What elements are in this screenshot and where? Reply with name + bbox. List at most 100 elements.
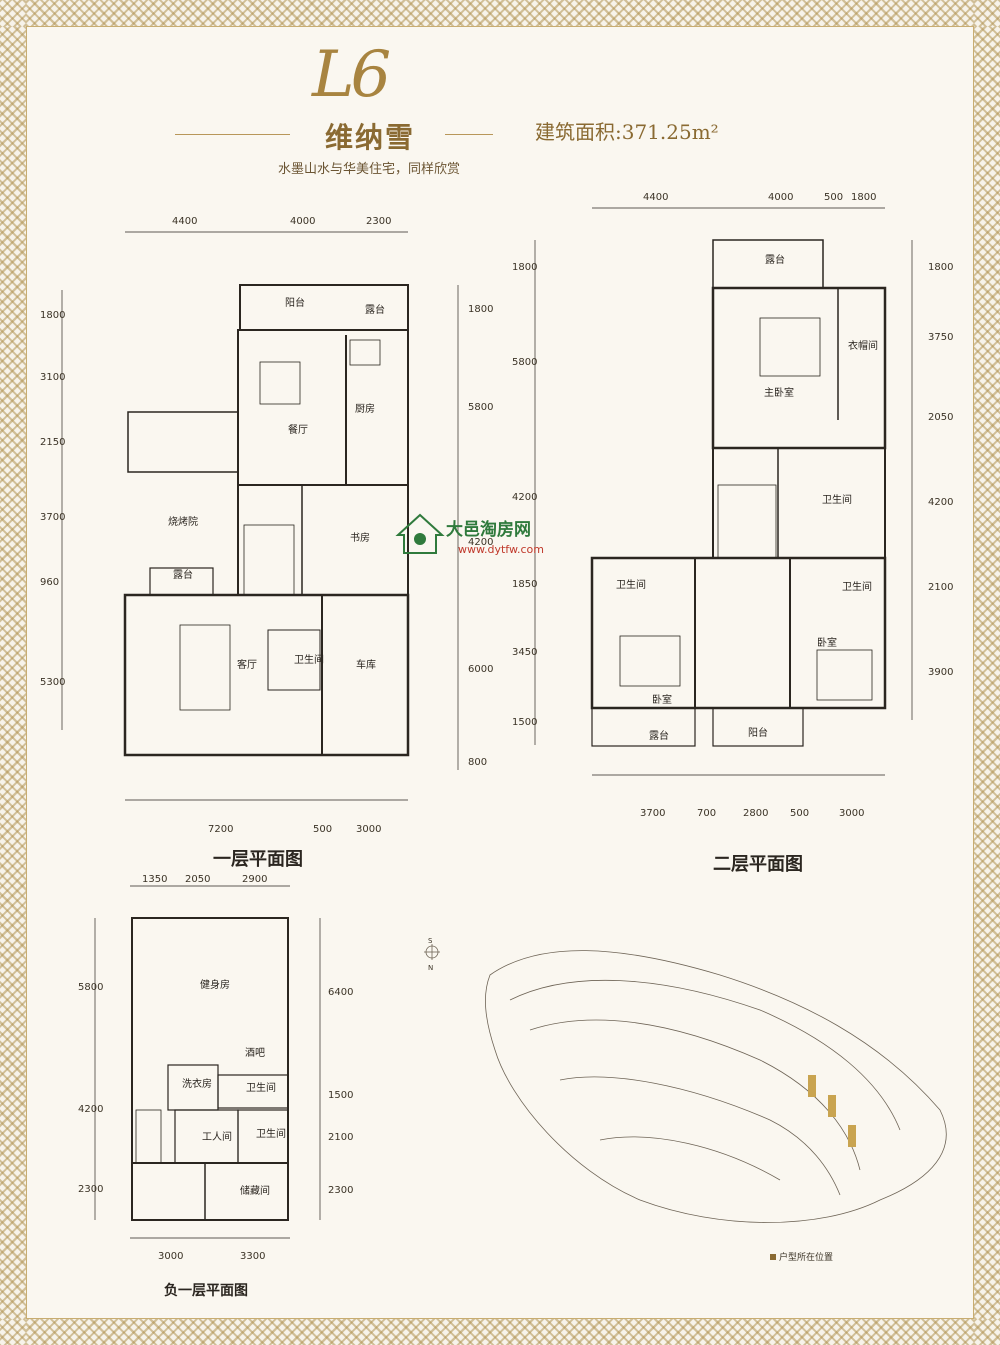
f2-dim-bot-4: 3000 [839, 808, 864, 819]
site-map [424, 944, 947, 1223]
b-room-laundry: 洗衣房 [182, 1077, 212, 1090]
legend-swatch [770, 1254, 776, 1260]
floor2-dims: 4400 4000 500 1800 3700 700 2800 500 300… [512, 192, 953, 819]
house-icon [395, 513, 445, 554]
f1-dim-top-2: 2300 [366, 216, 391, 227]
b-dim-left-0: 5800 [78, 982, 103, 993]
f1-room-balcony: 阳台 [285, 296, 305, 309]
building-area: 建筑面积:371.25m² [535, 120, 719, 144]
f2-dim-right-4: 2100 [928, 582, 953, 593]
page-panel [26, 26, 974, 1319]
b-dim-bot-1: 3300 [240, 1251, 265, 1262]
f2-dim-left-1: 5800 [512, 357, 537, 368]
watermark-text: 大邑淘房网 [446, 519, 531, 540]
b-room-worker: 工人间 [202, 1130, 232, 1143]
watermark-url: www.dytfw.com [458, 543, 544, 556]
f2-room-bed-left: 卧室 [652, 693, 672, 706]
f2-room-bed-right: 卧室 [817, 636, 837, 649]
f2-dim-bot-1: 700 [697, 808, 716, 819]
floor2-title: 二层平面图 [713, 854, 803, 875]
f1-dim-right-2: 4200 [468, 537, 493, 548]
b-dim-top-2: 2900 [242, 874, 267, 885]
f2-room-bath-left: 卫生间 [616, 578, 646, 591]
b-dim-right-2: 2100 [328, 1132, 353, 1143]
b-dim-right-0: 6400 [328, 987, 353, 998]
f1-dim-left-1: 3100 [40, 372, 65, 383]
f1-room-bath: 卫生间 [294, 653, 324, 666]
sitemap-legend: 户型所在位置 [770, 1250, 833, 1263]
f1-dim-left-0: 1800 [40, 310, 65, 321]
basement-rooms: 健身房 酒吧 洗衣房 卫生间 工人间 卫生间 储藏间 [182, 978, 286, 1197]
f1-dim-left-3: 3700 [40, 512, 65, 523]
f2-room-terrace-bottom: 露台 [649, 729, 669, 742]
f1-dim-bot-0: 7200 [208, 824, 233, 835]
f1-room-kitchen: 厨房 [355, 402, 375, 415]
f1-room-terrace1: 露台 [365, 303, 385, 316]
b-dim-bot-0: 3000 [158, 1251, 183, 1262]
floor1-walls [61, 231, 459, 801]
f2-dim-left-3: 1850 [512, 579, 537, 590]
f2-room-master: 主卧室 [764, 386, 794, 399]
f2-room-bath-mid: 卫生间 [822, 493, 852, 506]
basement-title: 负一层平面图 [164, 1283, 248, 1299]
f1-dim-left-4: 960 [40, 577, 59, 588]
f2-room-terrace-top: 露台 [765, 253, 785, 266]
f1-dim-top-0: 4400 [172, 216, 197, 227]
f2-dim-top-1: 4000 [768, 192, 793, 203]
compass-s: S [428, 937, 433, 945]
f1-dim-left-5: 5300 [40, 677, 65, 688]
slogan: 水墨山水与华美住宅，同样欣赏 [278, 162, 461, 177]
compass-n: N [428, 964, 433, 972]
b-dim-top-1: 2050 [185, 874, 210, 885]
b-room-gym: 健身房 [200, 978, 230, 991]
f2-room-balcony: 阳台 [748, 726, 768, 739]
f2-dim-right-3: 4200 [928, 497, 953, 508]
legend-label: 户型所在位置 [779, 1253, 834, 1263]
f2-dim-left-5: 1500 [512, 717, 537, 728]
f2-dim-left-0: 1800 [512, 262, 537, 273]
floor2-walls [534, 207, 913, 776]
f2-dim-top-3: 1800 [851, 192, 876, 203]
basement-walls [94, 885, 321, 1239]
f1-dim-right-0: 1800 [468, 304, 493, 315]
f1-dim-right-3: 6000 [468, 664, 493, 675]
b-room-bath1: 卫生间 [246, 1081, 276, 1094]
f2-dim-right-0: 1800 [928, 262, 953, 273]
basement-dims: 1350 2050 2900 3000 3300 5800 4200 2300 … [78, 874, 353, 1262]
f1-dim-top-1: 4000 [290, 216, 315, 227]
b-dim-left-1: 4200 [78, 1104, 103, 1115]
b-dim-right-3: 2300 [328, 1185, 353, 1196]
f2-room-closet: 衣帽间 [848, 339, 878, 352]
floor1-title: 一层平面图 [213, 849, 303, 870]
f2-dim-left-2: 4200 [512, 492, 537, 503]
f2-dim-bot-2: 2800 [743, 808, 768, 819]
b-room-bar: 酒吧 [245, 1047, 265, 1059]
f2-dim-top-0: 4400 [643, 192, 668, 203]
model-name: 维纳雪 [325, 121, 416, 154]
title-rule-right [445, 134, 493, 135]
b-room-bath2: 卫生间 [256, 1127, 286, 1140]
title-rule-left [175, 134, 290, 135]
model-logo: L6 [312, 38, 391, 112]
f2-dim-top-2: 500 [824, 192, 843, 203]
f2-dim-right-1: 3750 [928, 332, 953, 343]
watermark-dot-icon [414, 533, 426, 545]
f1-room-garage: 车库 [356, 658, 376, 671]
floor1-rooms: 阳台 露台 餐厅 厨房 烧烤院 书房 露台 客厅 卫生间 车库 [168, 296, 385, 671]
f2-room-bath-right: 卫生间 [842, 580, 872, 593]
watermark: 大邑淘房网 www.dytfw.com [395, 513, 544, 556]
f1-dim-right-4: 800 [468, 757, 487, 768]
f2-dim-bot-3: 500 [790, 808, 809, 819]
f1-dim-bot-2: 3000 [356, 824, 381, 835]
f2-dim-bot-0: 3700 [640, 808, 665, 819]
f1-room-living: 客厅 [237, 658, 257, 671]
b-dim-top-0: 1350 [142, 874, 167, 885]
f1-room-study: 书房 [350, 531, 370, 544]
f1-dim-right-1: 5800 [468, 402, 493, 413]
b-dim-right-1: 1500 [328, 1090, 353, 1101]
f1-dim-bot-1: 500 [313, 824, 332, 835]
f2-dim-right-2: 2050 [928, 412, 953, 423]
f1-room-bbq: 烧烤院 [168, 515, 198, 528]
b-room-storage: 储藏间 [240, 1184, 270, 1197]
